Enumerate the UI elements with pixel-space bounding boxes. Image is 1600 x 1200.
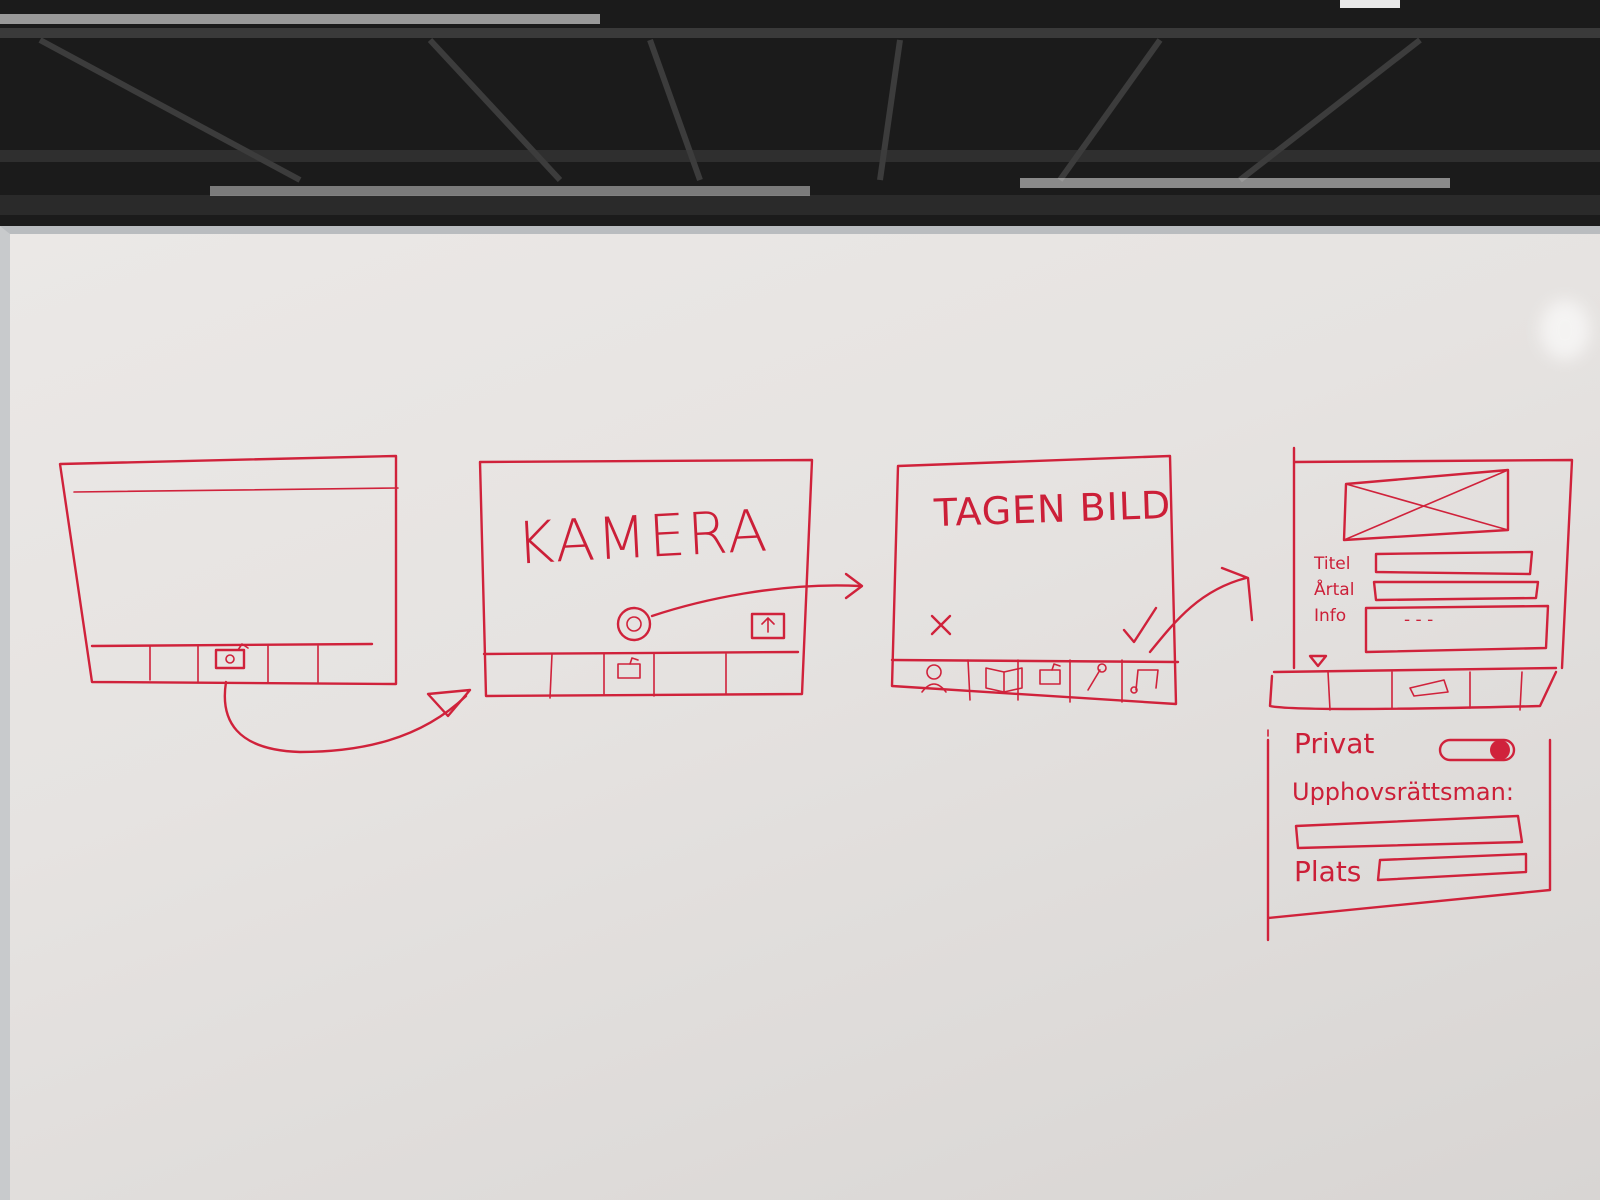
info-label: Info	[1314, 606, 1347, 626]
artal-field	[1372, 580, 1540, 602]
camera-icon	[1409, 679, 1449, 697]
book-icon	[985, 667, 1023, 693]
plats-label: Plats	[1294, 855, 1362, 888]
upphov-field	[1294, 814, 1524, 850]
person-icon	[921, 664, 947, 693]
titel-label: Titel	[1314, 554, 1351, 574]
music-icon	[1130, 669, 1159, 694]
privat-label: Privat	[1294, 727, 1375, 760]
arrowhead-1	[426, 688, 472, 718]
expanded-section	[1266, 738, 1552, 942]
upphovsrattsman-label: Upphovsrättsman:	[1292, 778, 1514, 806]
kamera-heading: KAMERA	[514, 496, 771, 578]
camera-icon	[1039, 663, 1061, 685]
toggle-switch	[1438, 738, 1516, 762]
screen-1-wireframe	[58, 454, 472, 754]
board-reflection	[1540, 300, 1590, 360]
flow-arrow-2	[650, 584, 862, 618]
camera-icon	[617, 657, 641, 679]
screen-3-wireframe	[890, 454, 1254, 706]
shutter-icon	[616, 606, 652, 642]
cancel-icon	[930, 614, 952, 636]
titel-field	[1374, 550, 1534, 576]
microphone-icon	[1087, 663, 1107, 691]
info-field	[1364, 604, 1550, 654]
arrowhead-3	[1220, 566, 1254, 622]
upload-icon	[750, 612, 786, 640]
tagen-bild-heading: TAGEN BILD	[933, 482, 1172, 536]
confirm-icon	[1122, 606, 1158, 644]
image-placeholder	[1342, 468, 1510, 542]
artal-label: Årtal	[1314, 580, 1355, 600]
flow-arrow-1	[223, 680, 468, 754]
info-placeholder: - - -	[1404, 610, 1434, 630]
screen-4-wireframe	[1266, 446, 1574, 942]
plats-field	[1376, 852, 1528, 882]
screen-2-wireframe	[478, 458, 864, 699]
flow-arrow-3	[1148, 576, 1248, 654]
arrowhead-2	[844, 572, 864, 600]
ceiling-background	[0, 0, 1600, 240]
dropdown-arrow-icon	[1308, 654, 1328, 668]
whiteboard	[0, 226, 1600, 1200]
camera-icon	[214, 643, 249, 670]
